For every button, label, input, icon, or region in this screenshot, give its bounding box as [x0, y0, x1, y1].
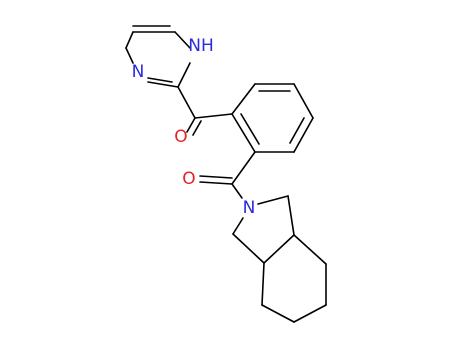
bond — [293, 304, 327, 323]
bond — [199, 175, 233, 179]
amide-nitrogen-label: N — [243, 198, 256, 218]
bond — [199, 181, 233, 185]
bond — [261, 262, 265, 306]
benzene-ring — [231, 83, 314, 153]
bond — [240, 113, 260, 145]
bond — [147, 77, 173, 83]
bond — [125, 47, 134, 64]
bond — [287, 195, 295, 236]
bond — [293, 83, 314, 119]
imidazole-ring — [125, 25, 191, 88]
bond — [263, 234, 295, 264]
bond — [231, 151, 256, 185]
bond — [125, 31, 134, 49]
bond — [174, 31, 191, 49]
amide-oxygen-label: O — [182, 169, 195, 189]
bond — [231, 83, 256, 115]
bond — [289, 117, 305, 144]
bond — [186, 117, 196, 133]
bond — [232, 217, 244, 235]
bond — [177, 86, 196, 119]
bond — [261, 304, 295, 323]
bond — [147, 81, 179, 88]
hexahydroisoindoline-ring — [232, 195, 327, 323]
bond — [293, 117, 314, 153]
bond — [232, 233, 265, 264]
bond — [231, 113, 256, 153]
bond — [257, 195, 289, 205]
bond — [177, 62, 191, 88]
bond — [192, 120, 202, 136]
ketone-oxygen-label: O — [174, 127, 187, 147]
imidazole-nh-label: NH — [188, 36, 214, 56]
bond — [194, 113, 233, 119]
bond — [293, 234, 327, 265]
bond — [231, 183, 243, 199]
imidazole-n-label: N — [132, 62, 145, 82]
